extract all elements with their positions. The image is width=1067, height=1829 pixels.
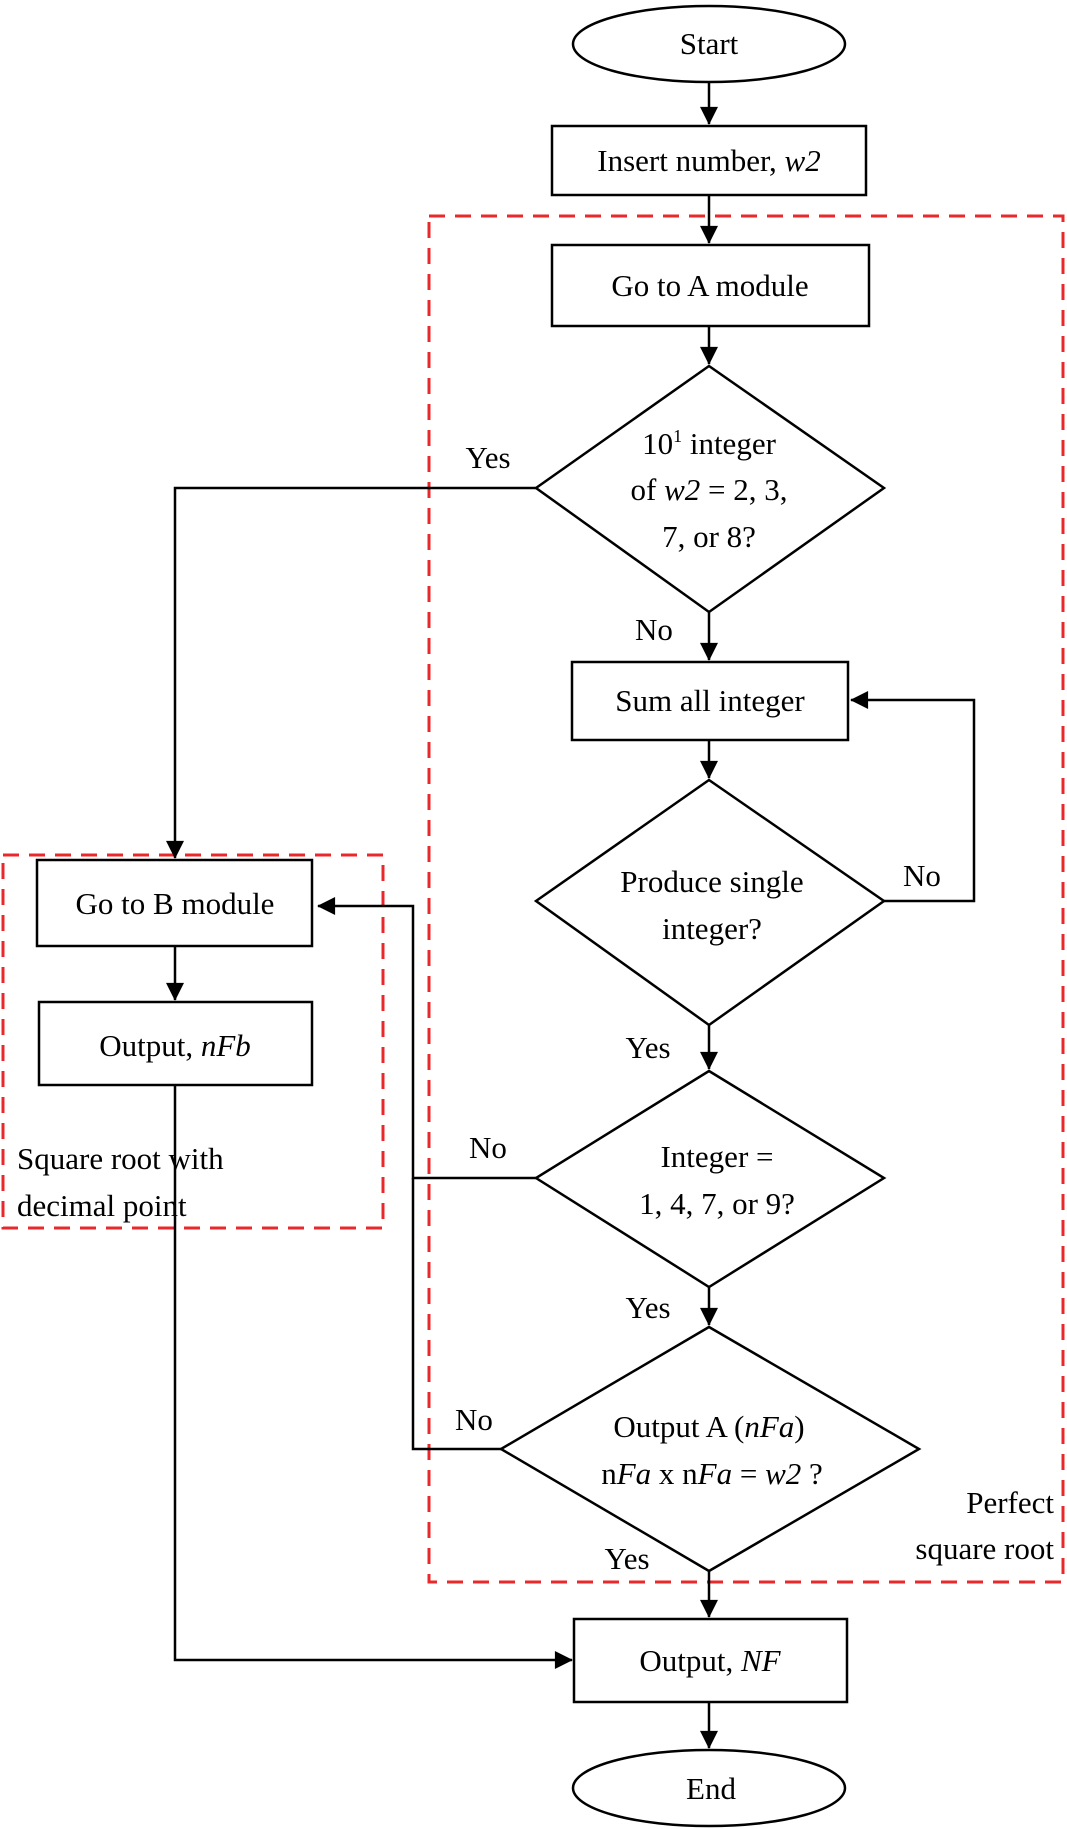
decision1-line2: of w2 = 2, 3, [631,472,788,507]
decision1-line3: 7, or 8? [662,519,756,554]
decision2-line1: Produce single [620,864,803,899]
decision1-line1: 101 integer [642,426,776,461]
decision-output-a-check: Output A (nFa) nFa x nFa = w2 ? [498,1325,922,1573]
output-nfb-label: Output, nFb [99,1028,251,1063]
edge-decision3-no-go-b [317,897,536,1180]
end-label: End [686,1771,736,1806]
edge-decision2-no-sum [850,691,976,903]
region-perfect-label-line2: square root [915,1531,1054,1566]
go-to-b-module-node: Go to B module [35,858,314,948]
insert-number-label: Insert number, w2 [597,143,820,178]
edge-decision1-yes-go-b [166,486,536,859]
decision3-line2: 1, 4, 7, or 9? [639,1186,795,1221]
output-nf-node: Output, NF [572,1617,849,1704]
label-d4-no: No [455,1402,493,1437]
start-node: Start [571,4,847,84]
label-d3-yes: Yes [625,1290,670,1325]
region-perfect-label-line1: Perfect [966,1485,1054,1520]
label-d1-yes: Yes [465,440,510,475]
go-to-b-module-label: Go to B module [76,886,275,921]
insert-number-node: Insert number, w2 [550,124,868,197]
start-label: Start [680,26,739,61]
label-d4-yes: Yes [604,1541,649,1576]
perfect-square-root-region [427,214,1065,1584]
go-to-a-module-node: Go to A module [550,243,871,328]
output-nfb-node: Output, nFb [37,1000,314,1087]
decision3-line1: Integer = [660,1139,773,1174]
label-d3-no: No [469,1130,507,1165]
decision-integer-value: Integer = 1, 4, 7, or 9? [533,1069,887,1289]
label-d2-no: No [903,858,941,893]
decision2-line2: integer? [662,911,762,946]
decision-single-integer: Produce single integer? [533,778,887,1027]
sum-all-integer-label: Sum all integer [615,683,805,718]
sum-all-integer-node: Sum all integer [570,660,850,742]
output-nf-label: Output, NF [639,1643,781,1678]
decision-digit-check: 101 integer of w2 = 2, 3, 7, or 8? [533,364,887,614]
edges [166,82,976,1749]
decimal-square-root-region [1,853,385,1230]
label-d2-yes: Yes [625,1030,670,1065]
edge-output-b-output-nf [173,1085,573,1669]
label-d1-no: No [635,612,673,647]
go-to-a-module-label: Go to A module [611,268,808,303]
decision4-line1: Output A (nFa) [613,1409,804,1444]
decision4-line2: nFa x nFa = w2 ? [601,1456,823,1491]
region-decimal-label-line1: Square root with [17,1141,224,1176]
end-node: End [571,1748,847,1828]
edge-decision4-no [411,1178,501,1451]
region-decimal-label-line2: decimal point [17,1188,187,1223]
